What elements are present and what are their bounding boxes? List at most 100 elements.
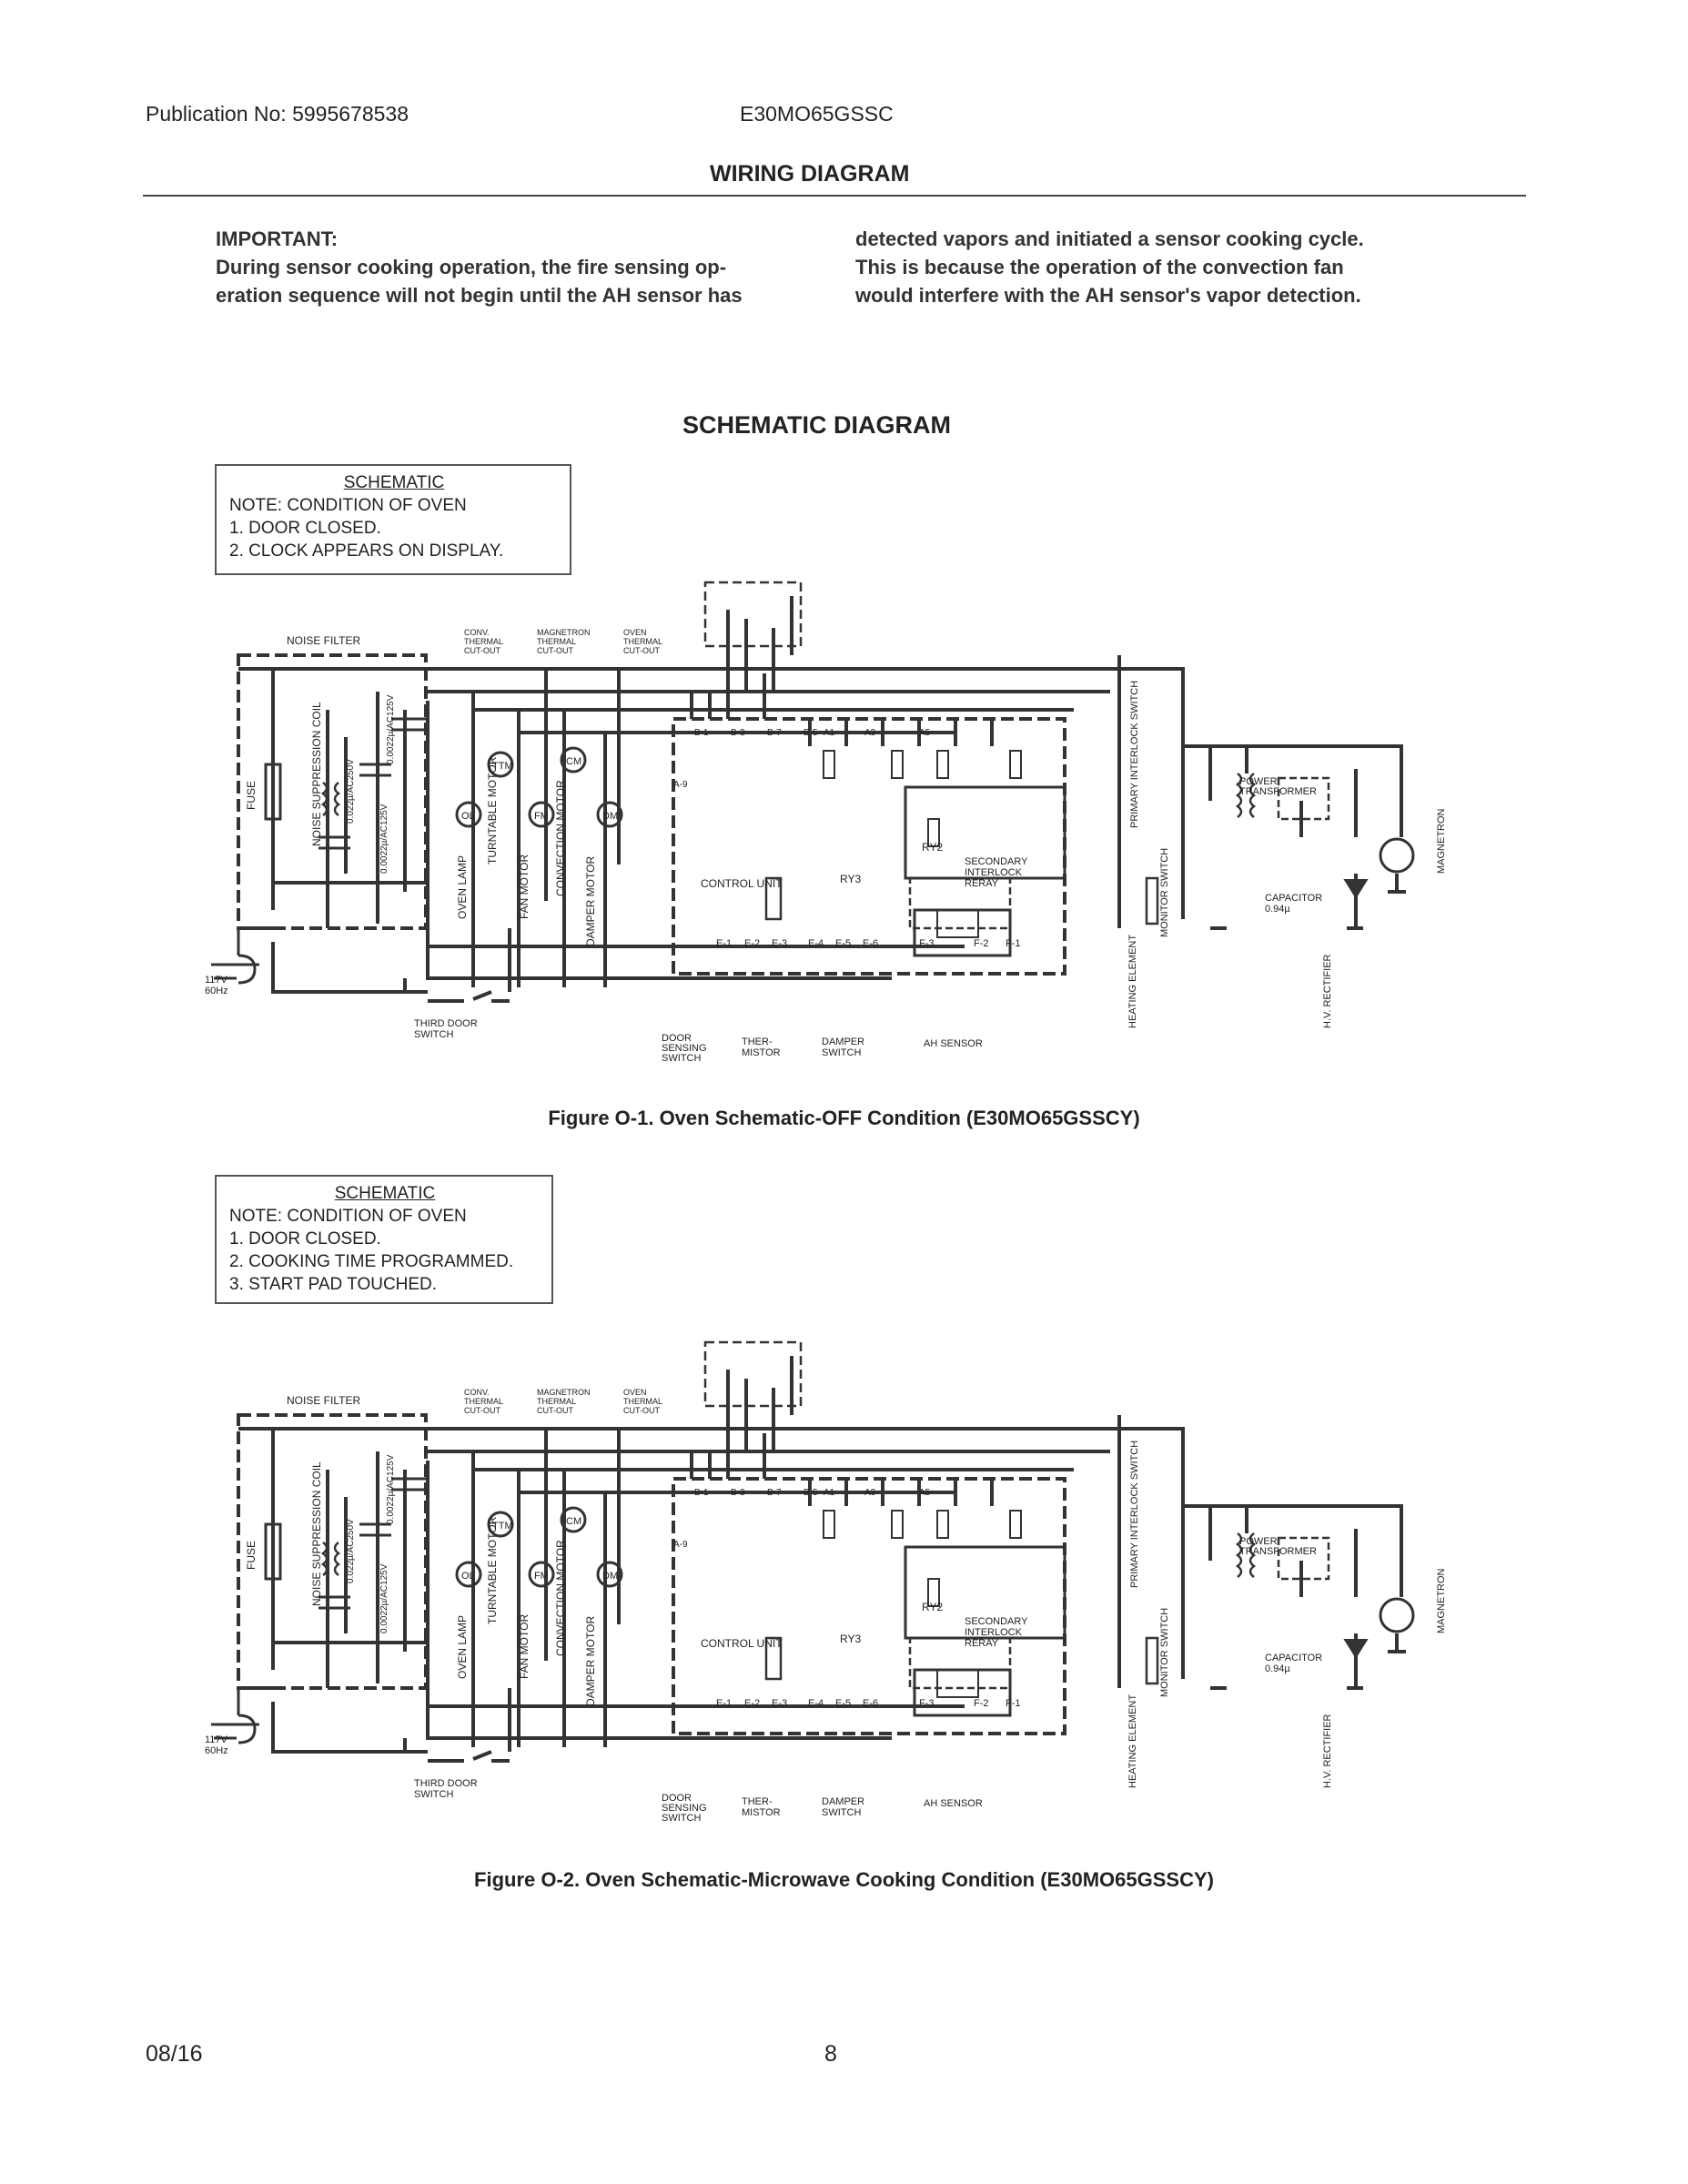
label-primary-switch: PRIMARY INTERLOCK SWITCH: [1129, 1441, 1140, 1588]
label-conv-cutout: THERMAL: [464, 1397, 503, 1406]
terminal-label: A1: [824, 1488, 835, 1498]
label-thermistor: THER-: [742, 1036, 773, 1047]
label-ttm: TTM: [492, 1521, 513, 1532]
label-primary-switch: PRIMARY INTERLOCK SWITCH: [1129, 681, 1140, 828]
terminal-label: A5: [919, 728, 931, 738]
note-line: 1. DOOR CLOSED.: [229, 1229, 381, 1249]
terminal-label: B-3: [731, 728, 745, 738]
label-secondary-relay: INTERLOCK: [965, 1627, 1023, 1638]
label-noise-coil: NOISE SUPPRESSION COIL: [310, 702, 323, 846]
label-third-door: SWITCH: [414, 1029, 453, 1040]
label-ol: OL: [461, 1571, 475, 1582]
section-title: SCHEMATIC DIAGRAM: [682, 411, 951, 439]
label-oven-cutout: OVEN: [623, 1388, 647, 1397]
terminal-label: E-1: [716, 938, 732, 949]
terminal-label: B-1: [694, 728, 709, 738]
schematic-labels: NOISE FILTER CONV. THERMAL CUT-OUT MAGNE…: [205, 628, 1447, 1064]
label-mag-cutout: CUT-OUT: [537, 1406, 573, 1415]
label-dm: DM: [602, 811, 618, 822]
terminal-label: E-1: [716, 1698, 732, 1709]
note-line: 2. CLOCK APPEARS ON DISPLAY.: [229, 541, 504, 561]
terminal-label: E-3: [772, 938, 787, 949]
label-mag-cutout: THERMAL: [537, 1397, 576, 1406]
schematic-labels: NOISE FILTER CONV. THERMAL CUT-OUT MAGNE…: [205, 1388, 1447, 1824]
terminal-label: F-2: [974, 938, 989, 949]
label-transformer: POWER: [1239, 776, 1278, 787]
note-line: NOTE: CONDITION OF OVEN: [229, 1207, 467, 1226]
terminal-label: F-2: [974, 1698, 989, 1709]
label-mag-cutout: THERMAL: [537, 637, 576, 646]
label-supply: 60Hz: [205, 986, 228, 996]
label-control-unit: CONTROL UNIT: [701, 877, 783, 890]
label-ry2: RY2: [922, 841, 943, 854]
label-oven-lamp: OVEN LAMP: [456, 1615, 469, 1679]
footer-date: 08/16: [146, 2041, 203, 2067]
label-cap2: 0.0022µ/AC125V: [386, 694, 396, 764]
label-damper-motor: DAMPER MOTOR: [584, 1616, 597, 1706]
note-line: 1. DOOR CLOSED.: [229, 519, 381, 538]
label-fm: FM: [534, 1571, 549, 1582]
label-magnetron: MAGNETRON: [1436, 808, 1447, 874]
note-line: 2. COOKING TIME PROGRAMMED.: [229, 1252, 514, 1271]
label-conv-cutout: THERMAL: [464, 637, 503, 646]
important-right-line: would interfere with the AH sensor's vap…: [855, 284, 1361, 307]
label-hv-rectifier: H.V. RECTIFIER: [1322, 1714, 1333, 1788]
label-turntable-motor: TURNTABLE MOTOR: [486, 1516, 499, 1624]
terminal-label: F-3: [919, 1698, 935, 1709]
label-door-sensing: SENSING: [662, 1043, 707, 1054]
label-ol: OL: [461, 811, 475, 822]
label-cap1: 0.022µ/AC250V: [346, 759, 356, 824]
label-cm: CM: [566, 756, 581, 767]
terminal-label: E-3: [772, 1698, 787, 1709]
terminal-label: B-5: [804, 728, 818, 738]
note-line: NOTE: CONDITION OF OVEN: [229, 496, 467, 515]
label-secondary-relay: RERAY: [965, 1638, 999, 1649]
terminal-label: E-2: [744, 938, 760, 949]
page-number: 8: [824, 2041, 837, 2067]
terminal-label: E-4: [808, 938, 824, 949]
label-turntable-motor: TURNTABLE MOTOR: [486, 756, 499, 864]
note-heading: SCHEMATIC: [343, 473, 445, 492]
label-monitor-switch: MONITOR SWITCH: [1159, 1608, 1170, 1697]
schematic-diagram-cooking: NOISE FILTER CONV. THERMAL CUT-OUT MAGNE…: [205, 1340, 1447, 1824]
label-third-door: THIRD DOOR: [414, 1018, 478, 1029]
note-heading: SCHEMATIC: [334, 1184, 436, 1203]
label-oven-cutout: CUT-OUT: [623, 646, 660, 655]
label-fan-motor: FAN MOTOR: [518, 854, 531, 919]
label-thermistor: THER-: [742, 1796, 773, 1807]
label-fuse: FUSE: [245, 781, 258, 810]
label-supply: 60Hz: [205, 1745, 228, 1756]
figure-caption: Figure O-2. Oven Schematic-Microwave Coo…: [474, 1868, 1214, 1891]
terminal-label: A5: [919, 1488, 931, 1498]
terminal-label: E-6: [863, 938, 878, 949]
label-secondary-relay: SECONDARY: [965, 1616, 1028, 1627]
label-capacitor: CAPACITOR: [1265, 893, 1322, 904]
label-fuse: FUSE: [245, 1541, 258, 1570]
label-noise-filter: NOISE FILTER: [287, 1394, 360, 1407]
label-damper-switch: SWITCH: [822, 1047, 861, 1058]
label-damper-switch: DAMPER: [822, 1036, 864, 1047]
label-monitor-switch: MONITOR SWITCH: [1159, 848, 1170, 937]
label-oven-cutout: THERMAL: [623, 637, 662, 646]
label-third-door: SWITCH: [414, 1789, 453, 1800]
header-rule: [143, 195, 1526, 197]
terminal-label: B-7: [767, 728, 782, 738]
label-convection-motor: CONVECTION MOTOR: [554, 1540, 567, 1656]
label-fm: FM: [534, 811, 549, 822]
label-third-door: THIRD DOOR: [414, 1778, 478, 1789]
label-door-sensing: SENSING: [662, 1803, 707, 1814]
label-secondary-relay: SECONDARY: [965, 856, 1028, 867]
label-cap3: 0.0022µ/AC125V: [379, 804, 389, 874]
label-oven-cutout: CUT-OUT: [623, 1406, 660, 1415]
label-capacitor: CAPACITOR: [1265, 1653, 1322, 1663]
label-door-sensing: DOOR: [662, 1033, 692, 1044]
label-noise-coil: NOISE SUPPRESSION COIL: [310, 1461, 323, 1606]
label-transformer: TRANSFORMER: [1239, 786, 1317, 797]
label-ry2: RY2: [922, 1601, 943, 1613]
label-mag-cutout: MAGNETRON: [537, 628, 591, 637]
label-oven-cutout: THERMAL: [623, 1397, 662, 1406]
terminal-label: F-1: [1006, 1698, 1021, 1709]
label-secondary-relay: INTERLOCK: [965, 867, 1023, 878]
terminal-label: B-7: [767, 1488, 782, 1498]
label-damper-switch: SWITCH: [822, 1807, 861, 1818]
